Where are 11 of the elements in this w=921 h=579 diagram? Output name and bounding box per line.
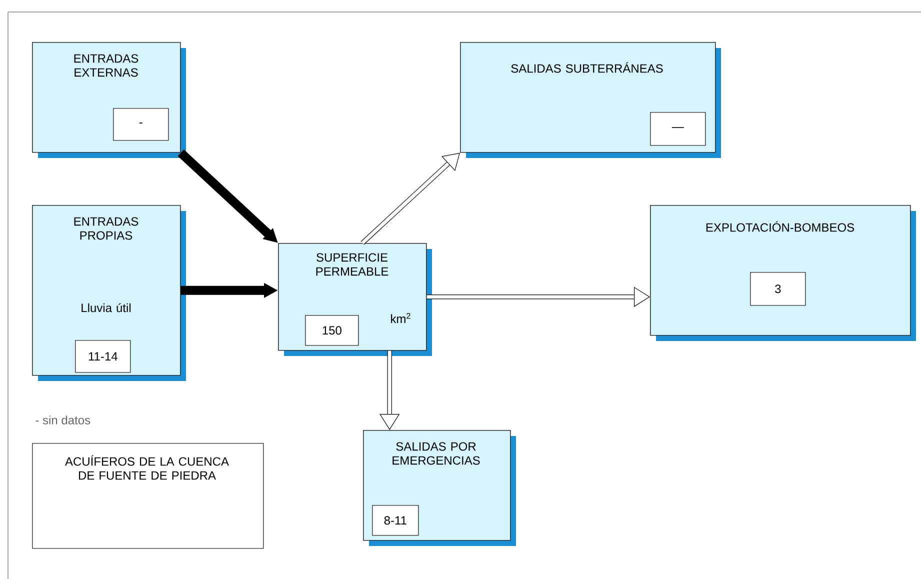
value-box: 8-11 (372, 505, 419, 536)
value-box: 3 (750, 272, 806, 306)
arrow (426, 286, 650, 307)
value-box: — (650, 112, 706, 146)
value-box: 150 (305, 315, 359, 346)
value-box: - (113, 108, 169, 141)
note-text: - sin datos (36, 416, 90, 424)
arrow (360, 152, 460, 245)
arrow (380, 350, 400, 430)
title-box: ACUÍFEROS DE LA CUENCA DE FUENTE DE PIEDRA (32, 443, 264, 549)
value-box: 11-14 (75, 340, 131, 373)
